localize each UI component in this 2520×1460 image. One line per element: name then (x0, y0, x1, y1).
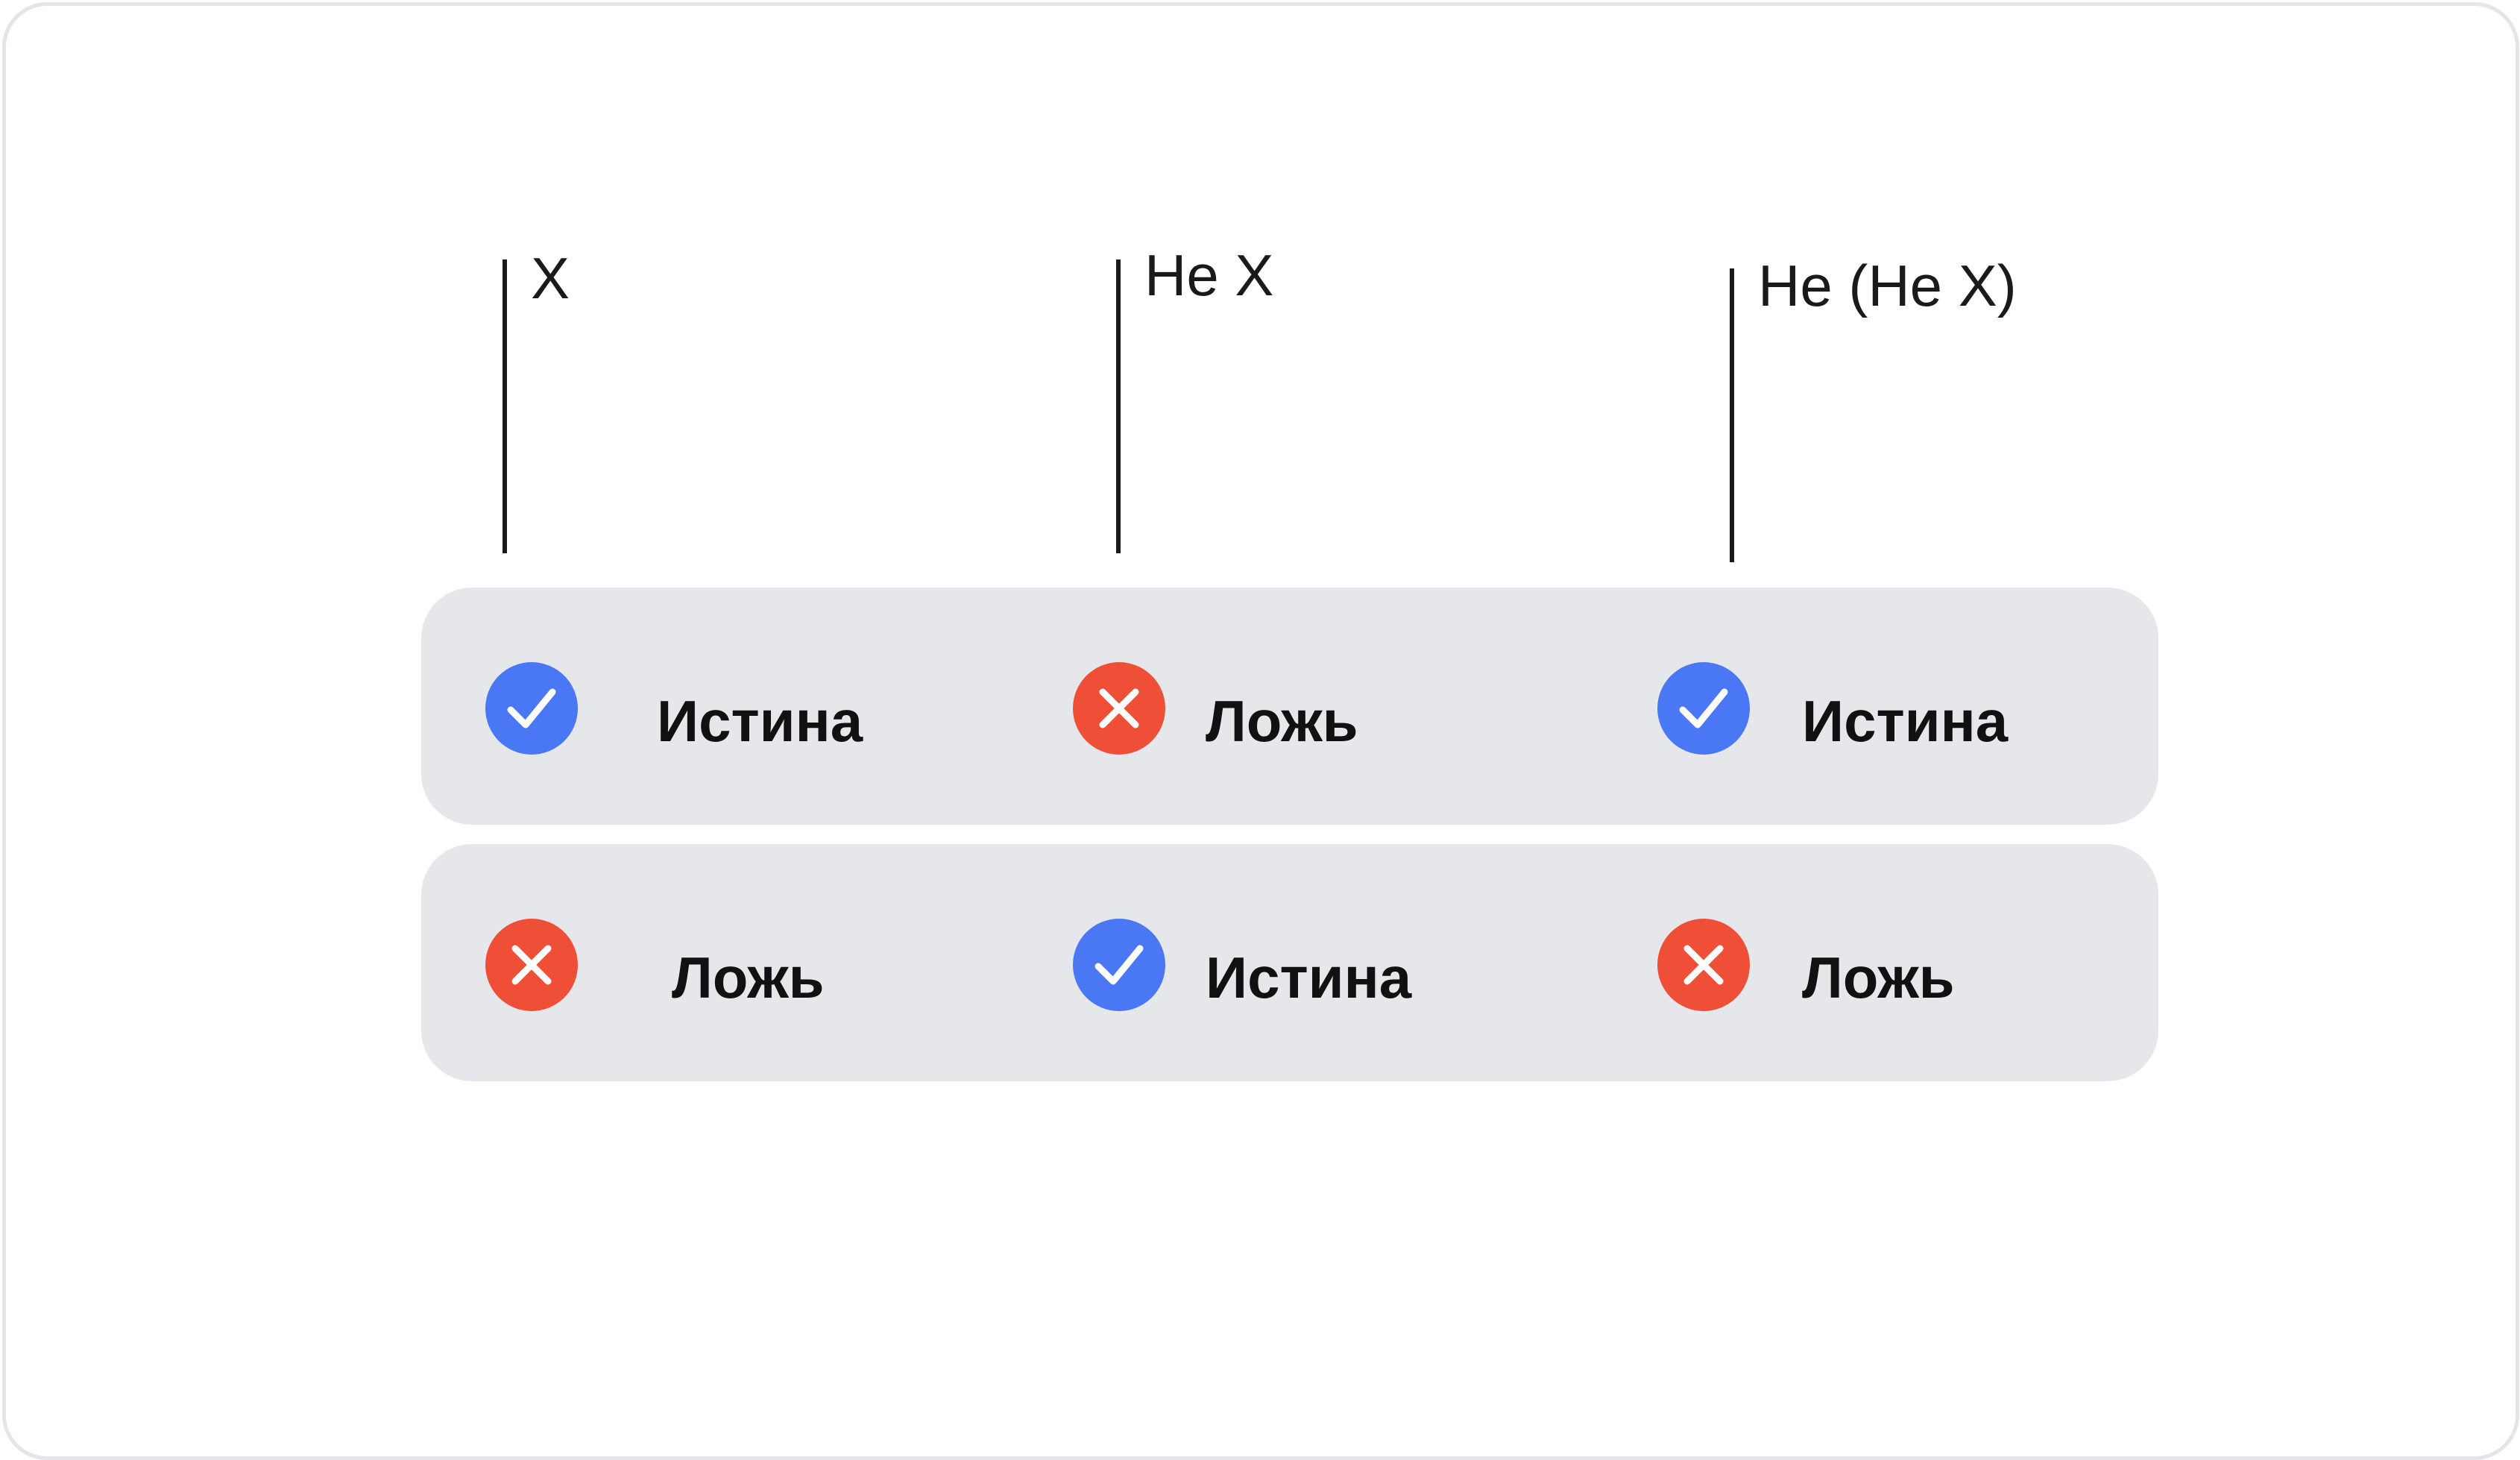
truth-value-label: Истина (1802, 688, 2009, 754)
column-marker-not-not-x (1730, 268, 1734, 562)
truth-cell: Ложь (1007, 588, 1593, 825)
truth-row-1: Истина Ложь Истина (421, 588, 2158, 825)
truth-value-label: Истина (1206, 945, 1412, 1010)
check-icon (1073, 919, 1165, 1011)
truth-value-label: Истина (657, 688, 863, 754)
truth-value-label: Ложь (1206, 688, 1358, 754)
check-icon (485, 662, 578, 755)
cross-icon (1073, 662, 1165, 755)
truth-row-2: Ложь Истина Ложь (421, 844, 2158, 1081)
column-marker-x (503, 259, 507, 553)
truth-cell: Истина (1007, 844, 1593, 1081)
column-label-not-x: Не X (1144, 242, 1274, 308)
truth-value-label: Ложь (1802, 945, 1955, 1010)
truth-cell: Истина (1593, 588, 2158, 825)
cross-icon (485, 919, 578, 1011)
truth-cell: Ложь (421, 844, 1007, 1081)
truth-cell: Ложь (1593, 844, 2158, 1081)
column-label-x: X (531, 245, 570, 311)
truth-value-label: Ложь (672, 945, 825, 1010)
cross-icon (1657, 919, 1750, 1011)
truth-cell: Истина (421, 588, 1007, 825)
column-label-not-not-x: Не (Не X) (1758, 253, 2017, 318)
check-icon (1657, 662, 1750, 755)
column-marker-not-x (1116, 259, 1121, 553)
